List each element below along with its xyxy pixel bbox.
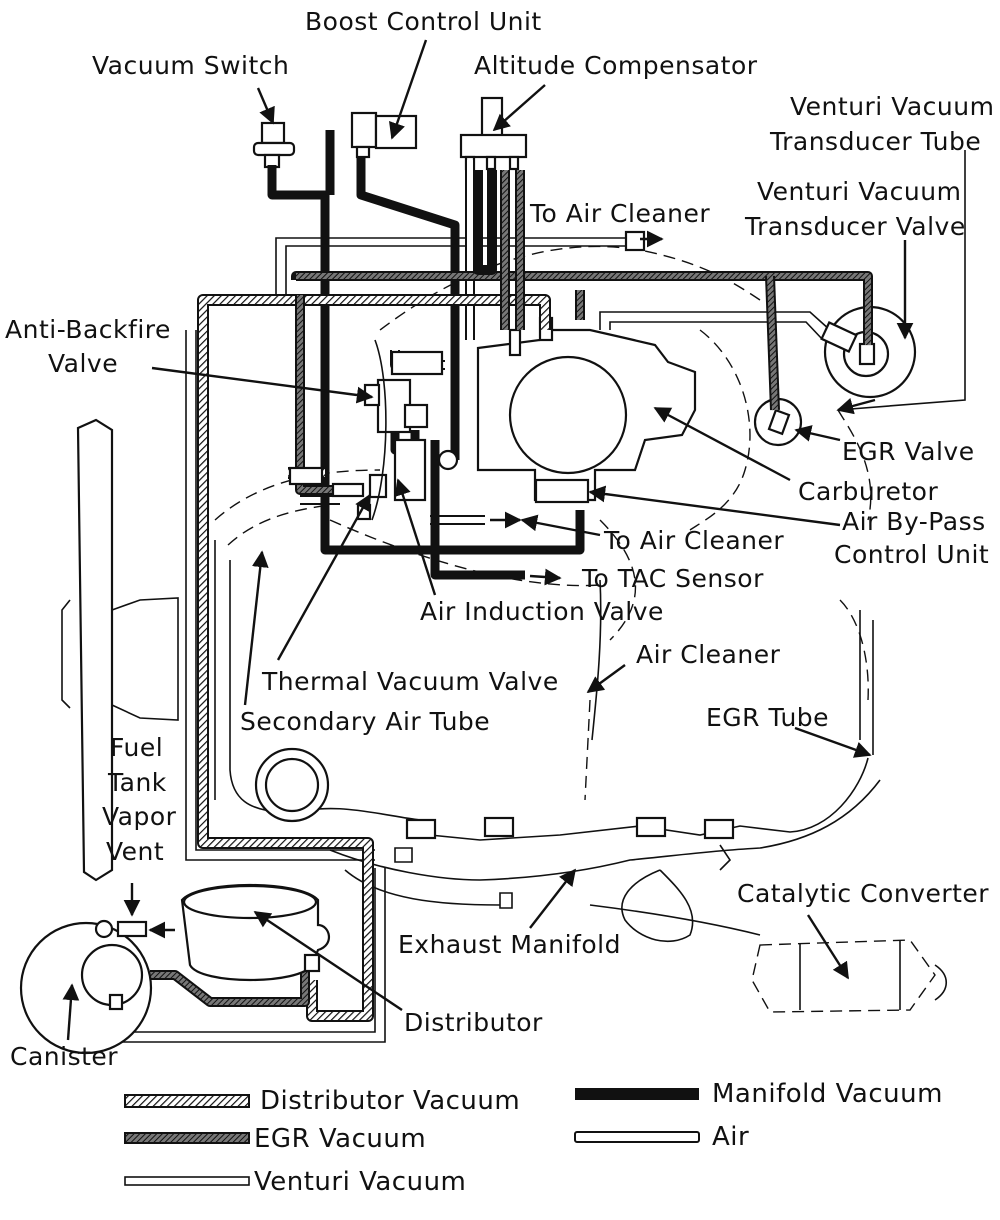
swatch-distributor-vacuum bbox=[124, 1094, 250, 1108]
legend-item-venturi-vacuum: Venturi Vacuum bbox=[124, 1167, 466, 1197]
label-catalytic-converter: Catalytic Converter bbox=[737, 879, 989, 908]
label-vacuum-switch: Vacuum Switch bbox=[92, 51, 289, 80]
canister bbox=[19, 919, 153, 1055]
label-venturi-tube-2: Transducer Tube bbox=[769, 127, 981, 156]
distributor bbox=[180, 883, 330, 982]
label-boost-control-unit: Boost Control Unit bbox=[305, 7, 542, 36]
swatch-egr-vacuum bbox=[124, 1132, 250, 1144]
label-egr-valve: EGR Valve bbox=[842, 437, 975, 466]
label-distributor: Distributor bbox=[404, 1008, 543, 1037]
label-carburetor: Carburetor bbox=[798, 477, 938, 506]
pointer-arrows bbox=[62, 39, 914, 1041]
label-thermal-vacuum-valve: Thermal Vacuum Valve bbox=[261, 667, 559, 696]
swatch-venturi-vacuum bbox=[124, 1176, 250, 1186]
label-venturi-tube-1: Venturi Vacuum bbox=[790, 92, 994, 121]
label-air-bypass-1: Air By-Pass bbox=[842, 507, 986, 536]
label-anti-backfire-2: Valve bbox=[48, 349, 118, 378]
legend-label-distributor-vacuum: Distributor Vacuum bbox=[260, 1086, 520, 1116]
legend-label-air: Air bbox=[712, 1122, 749, 1152]
oil-filler-cap bbox=[254, 747, 330, 823]
label-to-air-cleaner-top: To Air Cleaner bbox=[529, 199, 710, 228]
air-bypass-control-unit bbox=[534, 478, 590, 504]
label-fuel-tank-1: Fuel bbox=[110, 733, 163, 762]
radiator-fan bbox=[61, 418, 179, 882]
altitude-compensator bbox=[459, 96, 528, 171]
legend: Distributor Vacuum Manifold Vacuum EGR V… bbox=[124, 1079, 943, 1197]
label-fuel-tank-4: Vent bbox=[106, 837, 164, 866]
legend-label-venturi-vacuum: Venturi Vacuum bbox=[254, 1167, 466, 1197]
label-egr-tube: EGR Tube bbox=[706, 703, 829, 732]
label-to-tac-sensor: To TAC Sensor bbox=[581, 564, 764, 593]
label-anti-backfire-1: Anti-Backfire bbox=[5, 315, 171, 344]
label-venturi-valve-1: Venturi Vacuum bbox=[757, 177, 961, 206]
label-venturi-valve-2: Transducer Valve bbox=[744, 212, 966, 241]
legend-item-air: Air bbox=[574, 1122, 749, 1152]
label-exhaust-manifold: Exhaust Manifold bbox=[398, 930, 621, 959]
label-canister: Canister bbox=[10, 1042, 118, 1071]
flow-arrows bbox=[148, 150, 966, 939]
egr-valve bbox=[753, 397, 803, 447]
label-altitude-compensator: Altitude Compensator bbox=[474, 51, 758, 80]
catalytic-converter bbox=[751, 939, 948, 1013]
boost-control-unit bbox=[350, 111, 418, 159]
legend-item-distributor-vacuum: Distributor Vacuum bbox=[124, 1086, 520, 1116]
label-air-induction-valve: Air Induction Valve bbox=[420, 597, 664, 626]
component-labels: Boost Control Unit Vacuum Switch Altitud… bbox=[5, 7, 994, 1071]
legend-item-manifold-vacuum: Manifold Vacuum bbox=[575, 1079, 943, 1109]
egr-vacuum-lines bbox=[150, 170, 873, 1007]
swatch-manifold-vacuum bbox=[575, 1088, 699, 1100]
label-secondary-air-tube: Secondary Air Tube bbox=[240, 707, 490, 736]
legend-label-egr-vacuum: EGR Vacuum bbox=[254, 1124, 426, 1154]
legend-item-egr-vacuum: EGR Vacuum bbox=[124, 1124, 426, 1154]
label-to-air-cleaner-mid: To Air Cleaner bbox=[603, 526, 784, 555]
venturi-vacuum-lines bbox=[109, 230, 858, 1043]
label-air-bypass-2: Control Unit bbox=[834, 540, 989, 569]
vacuum-switch bbox=[252, 121, 296, 169]
label-fuel-tank-3: Vapor bbox=[102, 802, 177, 831]
legend-label-manifold-vacuum: Manifold Vacuum bbox=[712, 1079, 943, 1109]
carburetor bbox=[476, 316, 697, 502]
venturi-transducer-valve bbox=[823, 305, 917, 399]
swatch-air bbox=[574, 1131, 700, 1143]
label-fuel-tank-2: Tank bbox=[107, 768, 167, 797]
label-air-cleaner: Air Cleaner bbox=[636, 640, 781, 669]
exhaust-manifold bbox=[289, 757, 881, 943]
